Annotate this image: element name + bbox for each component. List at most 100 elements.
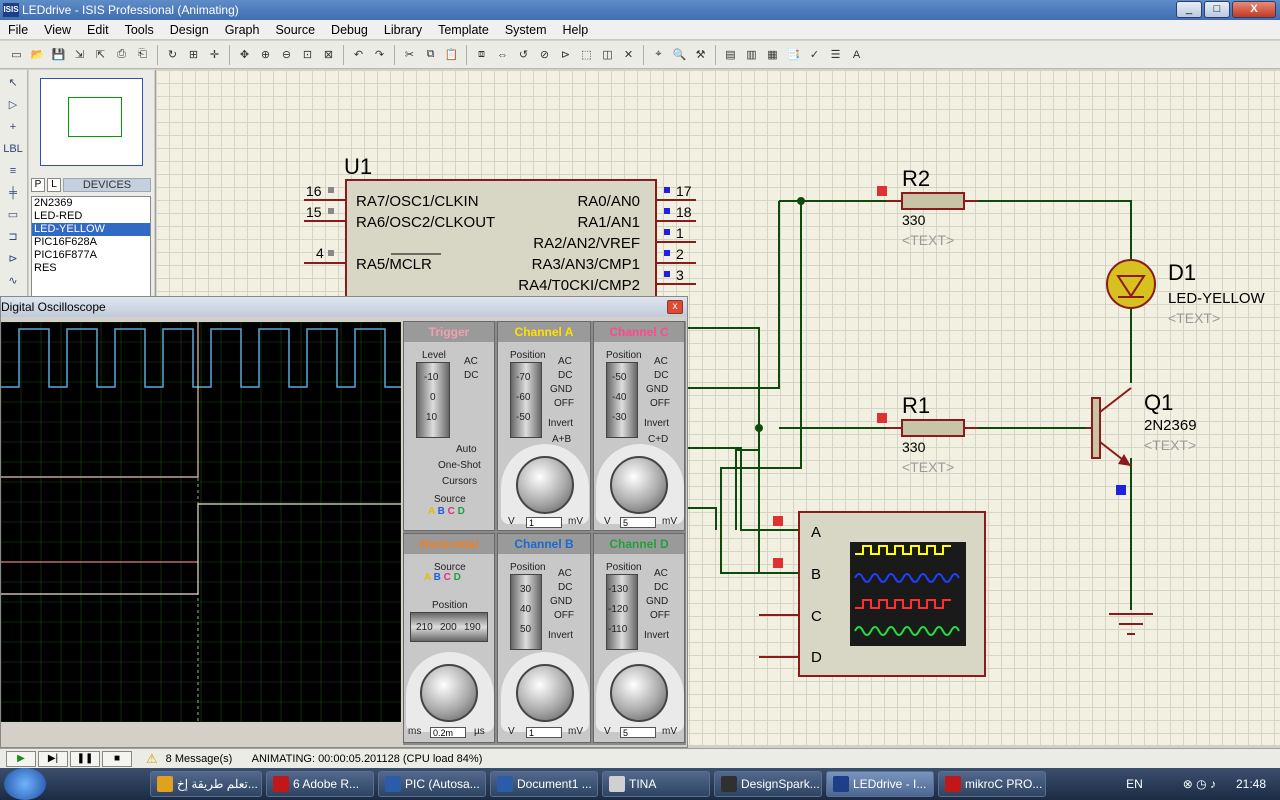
pick-device-icon[interactable]: ⊳	[560, 49, 571, 61]
messages-count[interactable]: 8 Message(s)	[165, 752, 233, 765]
horizontal-source-options[interactable]: A B C D	[424, 572, 461, 583]
undo-icon[interactable]: ↶	[353, 49, 364, 61]
trigger-ac-label[interactable]: AC	[464, 356, 478, 367]
graph-icon[interactable]: ∿	[8, 275, 18, 287]
taskbar-item[interactable]: mikroC PRO...	[938, 771, 1046, 797]
taskbar-item[interactable]: PIC (Autosa...	[378, 771, 486, 797]
cut-icon[interactable]: ✂	[404, 49, 415, 61]
minimize-button[interactable]: _	[1176, 1, 1202, 18]
junction-icon[interactable]: +	[9, 121, 17, 133]
ares-icon[interactable]: A	[852, 48, 861, 61]
pick-devices-button[interactable]: P	[31, 178, 45, 192]
channel-c-invert[interactable]: Invert	[644, 418, 670, 429]
menu-graph[interactable]: Graph	[224, 22, 260, 37]
device-item[interactable]: LED-RED	[34, 210, 83, 222]
trigger-source-options[interactable]: A B C D	[428, 506, 465, 517]
channel-b-invert[interactable]: Invert	[548, 630, 574, 641]
export-icon[interactable]: ⇱	[95, 49, 106, 61]
channel-a-volts-value[interactable]: 1	[526, 517, 562, 528]
oscilloscope-titlebar[interactable]: Digital Oscilloscope	[1, 297, 687, 317]
remove-sheet-icon[interactable]: ▥	[746, 49, 757, 61]
block-copy-icon[interactable]: ⧈	[478, 48, 485, 60]
d1-led[interactable]: D1 LED-YELLOW <TEXT>	[1106, 259, 1266, 326]
ground-symbol[interactable]	[1109, 613, 1153, 635]
channel-b-mode-dc[interactable]: DC	[558, 582, 573, 593]
channel-c-mode-off[interactable]: OFF	[650, 398, 670, 409]
channel-a-invert[interactable]: Invert	[548, 418, 574, 429]
channel-c-mode-gnd[interactable]: GND	[646, 384, 669, 395]
menu-view[interactable]: View	[44, 22, 72, 37]
channel-c-mode-dc[interactable]: DC	[654, 370, 669, 381]
device-item[interactable]: PIC16F877A	[34, 249, 97, 261]
block-delete-icon[interactable]: ⊘	[539, 49, 550, 61]
save-icon[interactable]: 💾	[51, 49, 66, 61]
overview-viewport[interactable]	[68, 97, 122, 137]
refresh-icon[interactable]: ↻	[167, 49, 178, 61]
pause-button[interactable]: ❚❚	[70, 750, 100, 767]
device-item[interactable]: PIC16F628A	[34, 236, 97, 248]
taskbar-item[interactable]: LEDdrive - I...	[826, 771, 934, 797]
menu-design[interactable]: Design	[169, 22, 209, 37]
device-pin-icon[interactable]: ⊳	[8, 253, 18, 265]
channel-d-mode-dc[interactable]: DC	[654, 582, 669, 593]
auto-label[interactable]: Auto	[456, 444, 477, 455]
channel-d-mode-ac[interactable]: AC	[654, 568, 668, 579]
channel-c-position-slider[interactable]	[606, 362, 638, 438]
new-sheet-icon[interactable]: ▤	[725, 49, 736, 61]
channel-a-mode-dc[interactable]: DC	[558, 370, 573, 381]
zoom-in-icon[interactable]: ⊕	[260, 49, 271, 61]
channel-d-mode-off[interactable]: OFF	[650, 610, 670, 621]
menu-tools[interactable]: Tools	[124, 22, 154, 37]
copy-icon[interactable]: ⧉	[426, 48, 435, 60]
taskbar-item[interactable]: تعلم طريقة إخ...	[150, 771, 262, 797]
origin-icon[interactable]: ✛	[209, 49, 220, 61]
bus-icon[interactable]: ╪	[9, 187, 17, 199]
block-rotate-icon[interactable]: ↺	[518, 49, 529, 61]
channel-d-mode-gnd[interactable]: GND	[646, 596, 669, 607]
new-icon[interactable]: ▭	[11, 49, 22, 61]
device-item[interactable]: RES	[34, 262, 57, 274]
channel-a-mode-ac[interactable]: AC	[558, 356, 572, 367]
block-move-icon[interactable]: ⇔	[497, 48, 508, 61]
device-item-selected[interactable]: LED-YELLOW	[32, 223, 150, 236]
channel-c-volts-knob[interactable]	[610, 456, 668, 514]
netlist-icon[interactable]: ☰	[830, 49, 841, 61]
clock[interactable]: 21:48	[1235, 777, 1266, 791]
decompose-icon[interactable]: ✕	[623, 49, 634, 61]
property-tool-icon[interactable]: ⚒	[695, 49, 706, 61]
channel-d-position-slider[interactable]	[606, 574, 638, 650]
menu-file[interactable]: File	[8, 22, 29, 37]
pan-icon[interactable]: ✥	[239, 49, 250, 61]
step-button[interactable]: ▶|	[38, 750, 68, 767]
stop-button[interactable]: ■	[102, 750, 132, 767]
open-icon[interactable]: 📂	[30, 49, 45, 61]
trigger-level-slider[interactable]	[416, 362, 450, 438]
channel-c-cd[interactable]: C+D	[648, 434, 669, 445]
channel-b-mode-gnd[interactable]: GND	[550, 596, 573, 607]
terminal-icon[interactable]: ⊐	[8, 231, 18, 243]
search-icon[interactable]: 🔍	[672, 49, 687, 61]
q1-transistor[interactable]: Q1 2N2369 <TEXT>	[1086, 387, 1197, 495]
print-icon[interactable]: ⎙	[117, 48, 126, 60]
channel-b-volts-value[interactable]: 1	[526, 727, 562, 738]
channel-a-position-slider[interactable]	[510, 362, 542, 438]
channel-d-volts-knob[interactable]	[610, 664, 668, 722]
zoom-all-icon[interactable]: ⊡	[302, 49, 313, 61]
print-area-icon[interactable]: ⎗	[138, 48, 147, 60]
oscilloscope-close-button[interactable]: x	[667, 300, 683, 314]
channel-a-ab[interactable]: A+B	[552, 434, 572, 445]
start-button[interactable]	[4, 768, 46, 800]
device-item[interactable]: 2N2369	[34, 197, 73, 209]
play-button[interactable]: ▶	[6, 750, 36, 767]
zoom-out-icon[interactable]: ⊖	[281, 49, 292, 61]
digital-oscilloscope-window[interactable]: Digital Oscilloscope x Trigger Level -10…	[0, 296, 688, 748]
taskbar-item[interactable]: DesignSpark...	[714, 771, 822, 797]
paste-icon[interactable]: 📋	[444, 49, 459, 61]
grid-icon[interactable]: ⊞	[188, 49, 199, 61]
trigger-dc-label[interactable]: DC	[464, 370, 479, 381]
r1-resistor[interactable]: R1 330 <TEXT>	[877, 393, 978, 475]
menu-debug[interactable]: Debug	[331, 22, 368, 37]
wire-autoroute-icon[interactable]: ⌖	[655, 48, 662, 60]
channel-a-mode-off[interactable]: OFF	[554, 398, 574, 409]
taskbar-item[interactable]: 6 Adobe R...	[266, 771, 374, 797]
